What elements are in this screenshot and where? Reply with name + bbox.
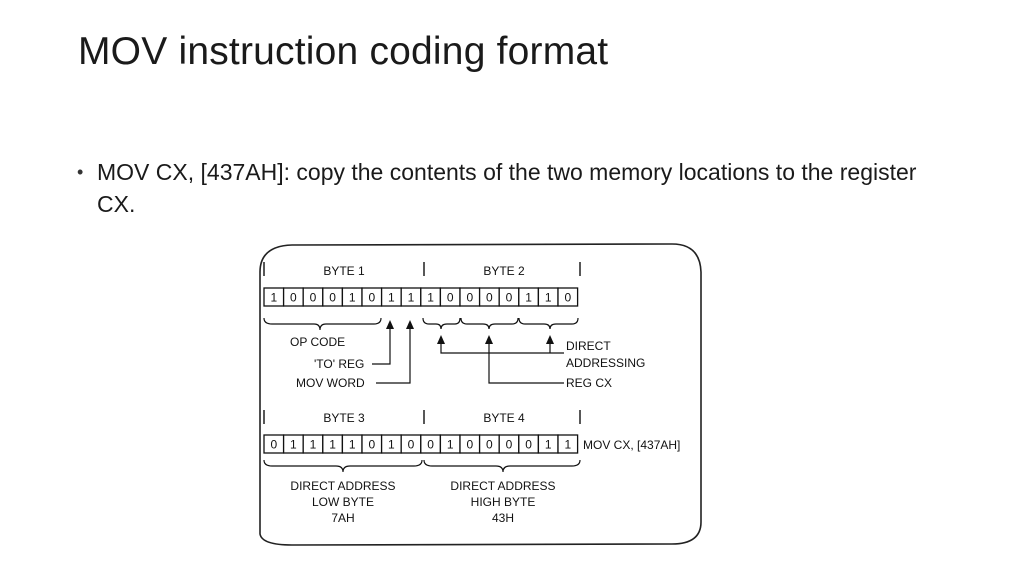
- high-group-line-1: DIRECT ADDRESS: [450, 479, 555, 493]
- bit-value: 0: [368, 291, 375, 305]
- low-group-line-3: 7AH: [331, 511, 354, 525]
- bit-value: 0: [427, 438, 434, 452]
- byte-2-label: BYTE 2: [483, 264, 525, 278]
- bit-value: 0: [310, 291, 317, 305]
- bit-value: 0: [525, 438, 532, 452]
- high-group-line-3: 43H: [492, 511, 514, 525]
- bit-cell: [557, 287, 579, 307]
- opcode-label: OP CODE: [290, 335, 345, 349]
- bit-value: 1: [349, 291, 356, 305]
- byte-4-label: BYTE 4: [483, 411, 525, 425]
- bit-value: 1: [564, 438, 571, 452]
- bit-value: 0: [270, 438, 277, 452]
- arrow-up: [485, 335, 493, 344]
- bit-value: 0: [564, 291, 571, 305]
- bit-value: 1: [349, 438, 356, 452]
- bit-cell: [557, 434, 579, 454]
- mov-word-label: MOV WORD: [296, 376, 365, 390]
- arrow-up: [406, 320, 414, 329]
- bullet-text: MOV CX, [437AH]: copy the contents of th…: [97, 159, 917, 217]
- to-reg-label: 'TO' REG: [314, 357, 364, 371]
- high-group-line-2: HIGH BYTE: [471, 495, 536, 509]
- bit-value: 0: [329, 291, 336, 305]
- bit-value: 0: [466, 291, 473, 305]
- bit-value: 1: [388, 291, 395, 305]
- bit-value: 1: [310, 438, 317, 452]
- arrow-up: [386, 320, 394, 329]
- byte2-brace-2: [460, 317, 519, 330]
- bit-value: 1: [545, 291, 552, 305]
- reg-cx-label: REG CX: [566, 376, 612, 390]
- low-group-line-2: LOW BYTE: [312, 495, 374, 509]
- direct-leader: [440, 343, 564, 354]
- opcode-brace: [263, 317, 382, 331]
- bullet-item: • MOV CX, [437AH]: copy the contents of …: [77, 156, 957, 220]
- bit-value: 0: [447, 291, 454, 305]
- low-byte-brace: [263, 459, 423, 473]
- bit-value: 1: [545, 438, 552, 452]
- low-group-line-1: DIRECT ADDRESS: [290, 479, 395, 493]
- direct-label: DIRECT: [566, 339, 611, 353]
- instruction-label: MOV CX, [437AH]: [583, 438, 680, 452]
- arrow-up: [546, 335, 554, 344]
- bullet-dot-icon: •: [77, 162, 84, 182]
- bit-value: 1: [408, 291, 415, 305]
- bit-value: 1: [427, 291, 434, 305]
- bit-value: 1: [388, 438, 395, 452]
- addressing-label: ADDRESSING: [566, 356, 645, 370]
- bit-value: 0: [486, 438, 493, 452]
- byte-1-label: BYTE 1: [323, 264, 365, 278]
- bit-value: 1: [290, 438, 297, 452]
- bit-value: 0: [368, 438, 375, 452]
- mov-word-leader: [376, 328, 411, 384]
- reg-cx-leader: [488, 343, 564, 384]
- bit-value: 1: [329, 438, 336, 452]
- byte-3-label: BYTE 3: [323, 411, 365, 425]
- byte2-brace-1: [422, 317, 461, 330]
- bit-value: 0: [290, 291, 297, 305]
- bit-value: 1: [525, 291, 532, 305]
- bit-value: 0: [486, 291, 493, 305]
- bit-value: 0: [408, 438, 415, 452]
- bit-value: 0: [466, 438, 473, 452]
- bit-value: 0: [506, 438, 513, 452]
- diagram-frame: [259, 243, 702, 546]
- bit-value: 0: [506, 291, 513, 305]
- bit-value: 1: [270, 291, 277, 305]
- slide-title: MOV instruction coding format: [78, 30, 609, 73]
- high-byte-brace: [423, 459, 581, 473]
- byte2-brace-3: [518, 317, 579, 330]
- arrow-up: [437, 335, 445, 344]
- bit-value: 1: [447, 438, 454, 452]
- to-reg-leader: [372, 328, 391, 365]
